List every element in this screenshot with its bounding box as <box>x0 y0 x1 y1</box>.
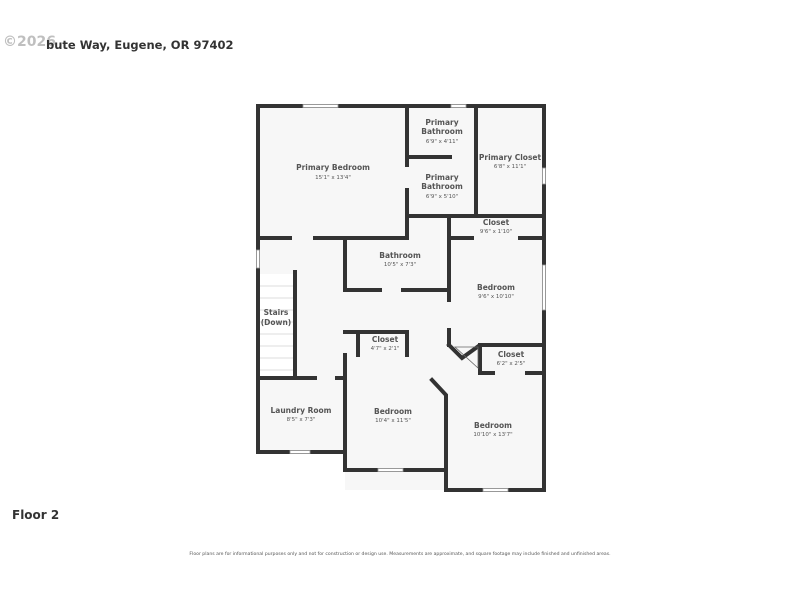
property-address: bute Way, Eugene, OR 97402 <box>46 38 234 52</box>
room-dims: 15'1" x 13'4" <box>315 175 351 181</box>
room-name: Primary <box>425 173 458 182</box>
room-dims: 9'6" x 1'10" <box>480 229 512 235</box>
room-name: Closet <box>483 218 510 227</box>
room-name: Primary <box>425 118 458 127</box>
room-dims: 6'9" x 4'11" <box>426 139 458 145</box>
room-name: Bedroom <box>474 421 512 430</box>
room-dims: 10'5" x 7'3" <box>384 262 416 268</box>
room-name: (Down) <box>261 318 292 327</box>
room-name: Primary Closet <box>479 153 542 162</box>
room-name: Bathroom <box>421 182 463 191</box>
room-name: Closet <box>372 335 399 344</box>
stairs-treads <box>259 285 294 371</box>
room-name: Stairs <box>264 308 289 317</box>
windows <box>256 104 546 492</box>
room-name: Bathroom <box>421 127 463 136</box>
room-labels: Primary Bedroom 15'1" x 13'4" Primary Ba… <box>261 118 542 438</box>
floor-label: Floor 2 <box>12 508 60 522</box>
room-name: Laundry Room <box>271 406 332 415</box>
hatched-area <box>453 346 479 369</box>
room-dims: 8'5" x 7'3" <box>287 417 316 423</box>
copyright-watermark: ©2026 <box>3 34 56 50</box>
room-dims: 4'7" x 2'1" <box>371 346 400 352</box>
room-dims: 10'10" x 13'7" <box>473 432 512 438</box>
disclaimer: Floor plans are for informational purpos… <box>189 552 611 557</box>
room-name: Closet <box>498 350 525 359</box>
room-dims: 10'4" x 11'5" <box>375 418 411 424</box>
room-name: Bedroom <box>374 407 412 416</box>
room-dims: 6'8" x 11'1" <box>494 164 526 170</box>
room-name: Primary Bedroom <box>296 163 370 172</box>
room-dims: 6'9" x 5'10" <box>426 194 458 200</box>
room-dims: 9'6" x 10'10" <box>478 294 514 300</box>
room-name: Bedroom <box>477 283 515 292</box>
room-dims: 6'2" x 2'5" <box>497 361 526 367</box>
room-name: Bathroom <box>379 251 421 260</box>
